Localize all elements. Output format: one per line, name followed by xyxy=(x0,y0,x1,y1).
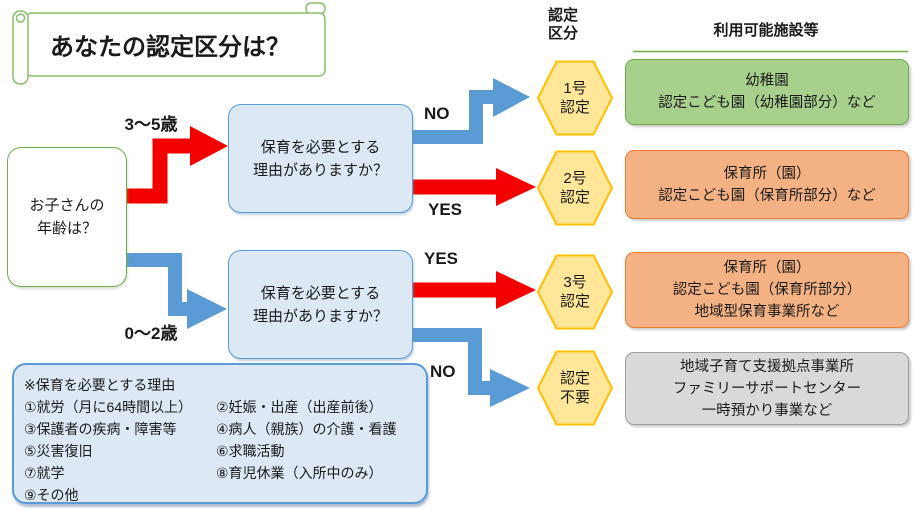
blue-arrow-shaft xyxy=(412,328,491,395)
hexagon-certification-1 xyxy=(536,60,614,136)
blue-arrow-shaft xyxy=(410,90,494,144)
facility-1-line2: 認定こども園（幼稚園部分）など xyxy=(658,95,876,111)
scroll-left-roll xyxy=(12,10,29,85)
facility-4-line1: 地域子育て支援拠点事業所 xyxy=(680,358,854,375)
facility-box-kindergarten: 幼稚園 認定こども園（幼稚園部分）など xyxy=(625,59,909,125)
certification-label-2: 2号 認定 xyxy=(538,151,612,225)
decision-box-1: 保育を必要とする 理由がありますか？ xyxy=(228,104,413,213)
facility-1-line1: 幼稚園 xyxy=(745,73,789,89)
age-question-line2: 年齢は？ xyxy=(36,220,97,237)
arrow-no-2 xyxy=(412,328,530,407)
branch-label-no-1: NO xyxy=(424,104,450,123)
reason-item-7: ⑦就学 xyxy=(24,465,65,481)
facility-box-nursery-3: 保育所（園） 認定こども園（保育所部分） 地域型保育事業所など xyxy=(625,252,909,328)
arrow-age-0-2 xyxy=(125,253,227,329)
scroll-roll-curl xyxy=(15,13,26,23)
certification-label-1: 1号 認定 xyxy=(538,61,612,135)
branch-label-no-2: NO xyxy=(430,362,456,381)
facility-box-nursery-2: 保育所（園） 認定こども園（保育所部分）など xyxy=(625,150,909,219)
arrow-no-1 xyxy=(410,78,530,144)
facility-2-line2: 認定こども園（保育所部分）など xyxy=(658,187,876,204)
certification-label-none: 認定 不要 xyxy=(538,351,612,425)
certification-3-line1: 3号 xyxy=(563,274,587,291)
reasons-right-column: ②妊娠・出産（出産前後） ④病人（親族）の介護・看護 ⑥求職活動 ⑧育児休業（入… xyxy=(216,396,421,506)
facility-4-line2: ファミリーサポートセンター xyxy=(672,380,862,397)
reason-item-3: ③保護者の疾病・障害等 xyxy=(24,421,177,437)
reason-item-8: ⑧育児休業（入所中のみ） xyxy=(216,465,383,481)
arrow-yes-1 xyxy=(410,168,536,206)
decision-box-2: 保育を必要とする 理由がありますか？ xyxy=(228,250,413,359)
blue-arrow-head xyxy=(493,78,530,117)
blue-arrow-head xyxy=(490,369,530,407)
blue-arrow-shaft xyxy=(125,253,188,316)
certification-column-header: 認定 区分 xyxy=(548,7,578,43)
hexagon-certification-3 xyxy=(536,254,614,330)
age-question-box: お子さんの 年齢は？ xyxy=(7,147,127,287)
reasons-columns: ①就労（月に64時間以上） ③保護者の疾病・障害等 ⑤災害復旧 ⑦就学 ⑨その他… xyxy=(24,396,426,506)
reason-item-4: ④病人（親族）の介護・看護 xyxy=(216,421,397,437)
facility-4-line3: 一時預かり事業など xyxy=(701,402,833,419)
decision-2-line1: 保育を必要とする xyxy=(260,284,381,302)
reason-item-2: ②妊娠・出産（出産前後） xyxy=(216,399,383,415)
certification-none-line1: 認定 xyxy=(559,370,590,387)
red-arrow-head xyxy=(190,126,228,166)
certification-header-line2: 区分 xyxy=(548,25,579,42)
arrow-age-3-5 xyxy=(125,126,228,204)
certification-label-3: 3号 認定 xyxy=(538,255,612,329)
red-arrow-head xyxy=(496,271,536,309)
certification-2-line1: 2号 xyxy=(563,170,587,187)
branch-label-age-3-5: 3～5歳 xyxy=(124,115,178,134)
facility-3-line1: 保育所（園） xyxy=(723,260,811,276)
certification-2-line2: 認定 xyxy=(559,189,590,206)
childcare-reasons-box: ※保育を必要とする理由 ①就労（月に64時間以上） ③保護者の疾病・障害等 ⑤災… xyxy=(12,363,428,504)
certification-1-line2: 認定 xyxy=(559,99,590,116)
branch-label-age-0-2: 0～2歳 xyxy=(124,324,178,343)
reasons-title: ※保育を必要とする理由 xyxy=(24,377,176,393)
facility-2-line1: 保育所（園） xyxy=(723,165,811,182)
branch-label-yes-2: YES xyxy=(424,249,459,268)
age-question-line1: お子さんの xyxy=(29,197,105,214)
certification-1-line1: 1号 xyxy=(563,80,587,97)
page-title: あなたの認定区分は？ xyxy=(50,34,290,61)
facility-3-line2: 認定こども園（保育所部分） xyxy=(672,282,862,298)
certification-none-line2: 不要 xyxy=(559,389,590,406)
branch-label-yes-1: YES xyxy=(428,200,463,219)
red-arrow-shaft xyxy=(125,138,191,204)
decision-1-line1: 保育を必要とする xyxy=(260,138,381,156)
reason-item-9: ⑨その他 xyxy=(24,487,79,503)
facility-box-support-center: 地域子育て支援拠点事業所 ファミリーサポートセンター 一時預かり事業など xyxy=(625,352,909,425)
blue-arrow-head xyxy=(187,289,227,329)
certification-3-line2: 認定 xyxy=(559,293,590,310)
reason-item-6: ⑥求職活動 xyxy=(216,443,285,459)
certification-header-line1: 認定 xyxy=(548,7,579,24)
arrow-yes-2 xyxy=(412,271,536,309)
hexagon-certification-none xyxy=(536,350,614,426)
reason-item-5: ⑤災害復旧 xyxy=(24,443,93,459)
facilities-column-header: 利用可能施設等 xyxy=(713,22,819,39)
decision-2-line2: 理由がありますか？ xyxy=(252,307,388,325)
reason-item-1: ①就労（月に64時間以上） xyxy=(24,399,193,415)
decision-1-line2: 理由がありますか？ xyxy=(252,161,388,179)
facility-3-line3: 地域型保育事業所など xyxy=(694,304,840,320)
title-scroll-banner xyxy=(12,2,326,85)
red-arrow-head xyxy=(496,168,536,206)
hexagon-certification-2 xyxy=(536,150,614,226)
reasons-left-column: ①就労（月に64時間以上） ③保護者の疾病・障害等 ⑤災害復旧 ⑦就学 ⑨その他 xyxy=(24,396,216,506)
